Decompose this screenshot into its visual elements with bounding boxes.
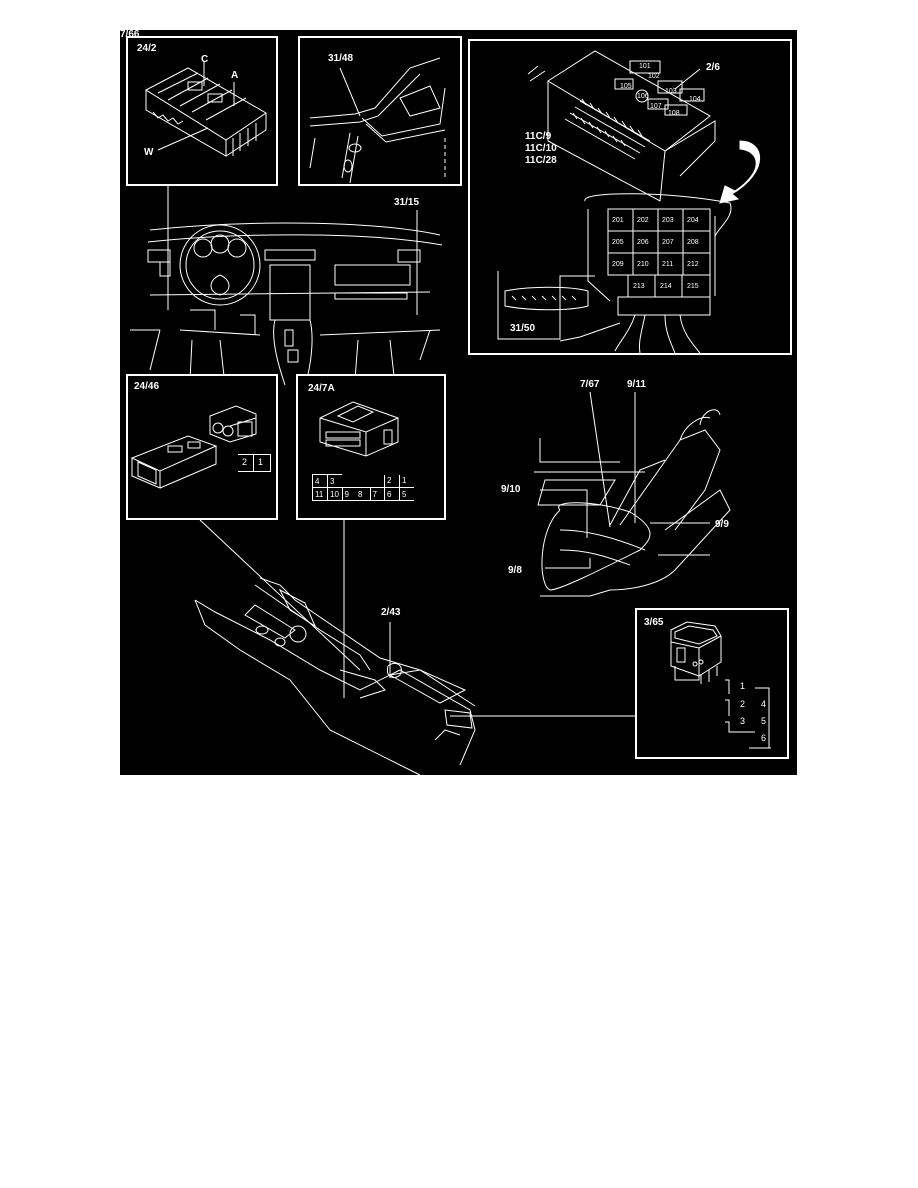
relay-208: 208 bbox=[687, 239, 699, 246]
switch-drawing bbox=[637, 610, 789, 759]
connector-label-11c-10: 11C/10 bbox=[525, 143, 557, 154]
panel-label-31-48: 31/48 bbox=[328, 53, 354, 64]
inset-label-31-50: 31/50 bbox=[510, 323, 536, 334]
callout-7-67: 7/67 bbox=[580, 379, 600, 390]
fuse-108: 108 bbox=[668, 110, 680, 117]
relay-211: 211 bbox=[662, 261, 674, 268]
pin-cell: 8 bbox=[356, 487, 371, 501]
pin-cell: 4 bbox=[312, 474, 328, 488]
relay-209: 209 bbox=[612, 261, 624, 268]
callout-2-43: 2/43 bbox=[381, 607, 401, 618]
eleven-pin-connector-drawing bbox=[298, 376, 446, 520]
panel-connector-24-46: 24/46 2 1 bbox=[126, 374, 278, 520]
panel-label-24-46: 24/46 bbox=[134, 381, 160, 392]
relay-214: 214 bbox=[660, 283, 672, 290]
panel-connector-31-48: 31/48 bbox=[298, 36, 462, 186]
pin-cell: 2 bbox=[384, 474, 400, 488]
panel-connector-24-7a: 24/7A 4 3 2 1 11 10 9 8 7 bbox=[296, 374, 446, 520]
relay-212: 212 bbox=[687, 261, 699, 268]
connector-24-7a-pinout: 4 3 2 1 11 10 9 8 7 6 5 bbox=[312, 474, 414, 501]
pin-cell: 6 bbox=[384, 487, 400, 501]
callout-9-8: 9/8 bbox=[508, 565, 522, 576]
pin-4: 4 bbox=[761, 699, 767, 709]
fuse-103: 103 bbox=[665, 88, 677, 95]
pin-cell: 3 bbox=[327, 474, 342, 488]
panel-central-electronic-module: 2/6 11C/9 11C/10 11C/28 101 102 103 104 … bbox=[468, 39, 792, 355]
pin-2: 2 bbox=[740, 699, 746, 709]
connector-label-11c-9: 11C/9 bbox=[525, 131, 552, 142]
panel-label-24-2: 24/2 bbox=[137, 43, 157, 54]
relay-205: 205 bbox=[612, 239, 624, 246]
dashboard-drawing bbox=[120, 180, 460, 520]
pin-2: 2 bbox=[242, 457, 248, 467]
callout-7-66: 7/66 bbox=[120, 29, 140, 40]
connector-location-drawing bbox=[300, 38, 462, 186]
pin-1: 1 bbox=[258, 457, 264, 467]
callout-a: A bbox=[231, 70, 239, 81]
pin-cell: 10 bbox=[327, 487, 343, 501]
fuse-107: 107 bbox=[650, 103, 662, 110]
relay-213: 213 bbox=[633, 283, 645, 290]
callout-9-9: 9/9 bbox=[715, 519, 729, 530]
connector-label-11c-28: 11C/28 bbox=[525, 155, 557, 166]
relay-206: 206 bbox=[637, 239, 649, 246]
wiring-component-locator-diagram: 24/2 C A W 31/48 2/6 bbox=[120, 30, 797, 775]
relay-202: 202 bbox=[637, 217, 649, 224]
power-seat-drawing bbox=[120, 30, 797, 775]
pin-cell: 11 bbox=[312, 487, 328, 501]
panel-switch-3-65: 3/65 1 2 3 4 5 6 bbox=[635, 608, 789, 759]
pin-cell: 1 bbox=[399, 474, 414, 488]
central-module-drawing bbox=[470, 41, 792, 355]
pin-cell: 9 bbox=[342, 487, 356, 501]
fuse-102: 102 bbox=[648, 73, 660, 80]
fuse-106: 106 bbox=[637, 93, 649, 100]
relay-207: 207 bbox=[662, 239, 674, 246]
relay-203: 203 bbox=[662, 217, 674, 224]
pin-divider bbox=[253, 455, 254, 471]
pin-3: 3 bbox=[740, 716, 746, 726]
fuse-104: 104 bbox=[689, 96, 701, 103]
pin-6: 6 bbox=[761, 733, 767, 743]
connector-24-46-pinout: 2 1 bbox=[238, 454, 271, 472]
module-label-2-6: 2/6 bbox=[706, 62, 720, 73]
center-console-drawing bbox=[120, 30, 797, 775]
panel-label-24-7a: 24/7A bbox=[308, 383, 335, 394]
callout-w: W bbox=[144, 147, 154, 158]
callout-31-15: 31/15 bbox=[394, 197, 420, 208]
two-pin-connector-drawing bbox=[128, 376, 278, 520]
callout-9-11: 9/11 bbox=[627, 379, 646, 390]
panel-label-3-65: 3/65 bbox=[644, 617, 664, 628]
pin-5: 5 bbox=[761, 716, 767, 726]
fuse-105: 105 bbox=[620, 83, 632, 90]
relay-block-drawing bbox=[128, 38, 278, 186]
callout-9-10: 9/10 bbox=[501, 484, 521, 495]
panel-relay-24-2: 24/2 C A W bbox=[126, 36, 278, 186]
relay-204: 204 bbox=[687, 217, 699, 224]
relay-201: 201 bbox=[612, 217, 624, 224]
pin-cell: 5 bbox=[399, 487, 414, 501]
relay-215: 215 bbox=[687, 283, 699, 290]
pin-1: 1 bbox=[740, 681, 746, 691]
callout-c: C bbox=[201, 54, 209, 65]
relay-210: 210 bbox=[637, 261, 649, 268]
fuse-101: 101 bbox=[639, 63, 651, 70]
